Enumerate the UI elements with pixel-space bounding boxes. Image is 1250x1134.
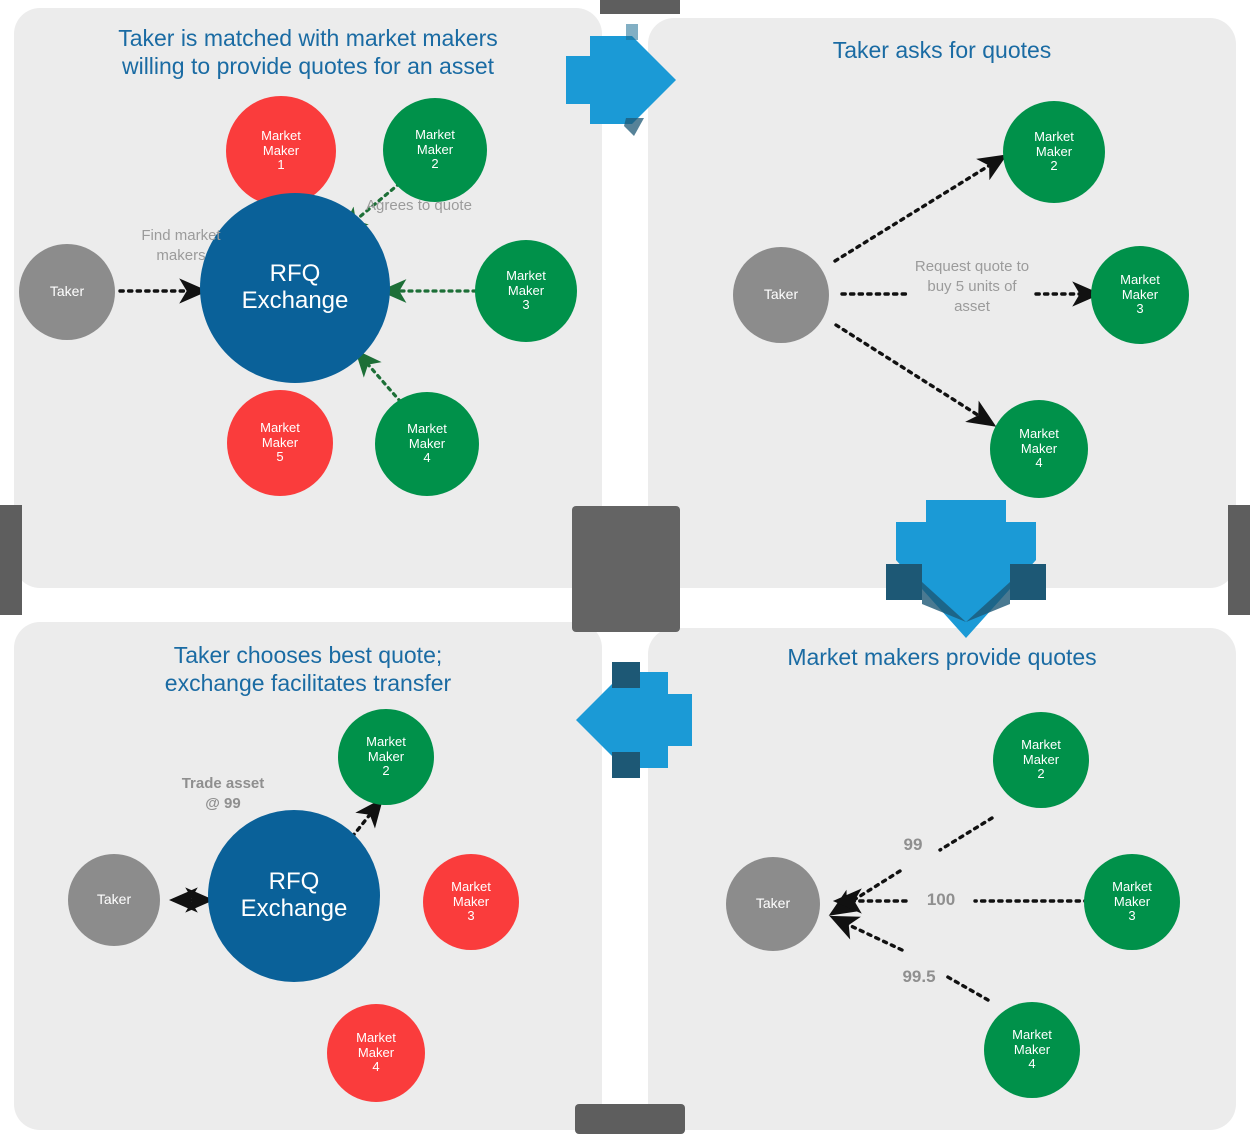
edge-taker-to-mm2 — [833, 154, 1008, 263]
flow-arrow-bottom-left-direction — [552, 648, 692, 792]
edges-top-right — [833, 154, 1102, 427]
edge-artifact-left — [0, 505, 22, 615]
node-market-maker-2[interactable]: Market Maker 2 — [1003, 101, 1105, 203]
node-market-maker-4[interactable]: Market Maker 4 — [984, 1002, 1080, 1098]
node-taker[interactable]: Taker — [19, 244, 115, 340]
node-market-maker-3[interactable]: Market Maker 3 — [1091, 246, 1189, 344]
node-market-maker-4[interactable]: Market Maker 4 — [990, 400, 1088, 498]
panel-market-makers-provide-quotes: Market makers provide quotes Taker Marke… — [648, 628, 1236, 1130]
flow-arrow-top-right-direction — [566, 14, 698, 146]
node-market-maker-4[interactable]: Market Maker 4 — [327, 1004, 425, 1102]
node-market-maker-1[interactable]: Market Maker 1 — [226, 96, 336, 206]
node-market-maker-2[interactable]: Market Maker 2 — [338, 709, 434, 805]
node-market-maker-3[interactable]: Market Maker 3 — [1084, 854, 1180, 950]
node-market-maker-3[interactable]: Market Maker 3 — [423, 854, 519, 950]
node-market-maker-5[interactable]: Market Maker 5 — [227, 390, 333, 496]
edge-artifact-bottom — [575, 1104, 685, 1134]
panel-taker-chooses-best-quote: Taker chooses best quote; exchange facil… — [14, 622, 602, 1130]
panel-taker-asks-for-quotes: Taker asks for quotes Taker Market Maker… — [648, 18, 1236, 588]
edge-artifact-top — [600, 0, 680, 14]
node-market-maker-2[interactable]: Market Maker 2 — [993, 712, 1089, 808]
edges-bottom-right — [828, 816, 1090, 1002]
node-rfq-exchange[interactable]: RFQ Exchange — [200, 193, 390, 383]
edge-taker-to-mm4 — [834, 323, 997, 427]
edge-mm2-to-taker-upper — [938, 816, 994, 852]
node-taker[interactable]: Taker — [726, 857, 820, 951]
node-taker[interactable]: Taker — [68, 854, 160, 946]
node-market-maker-4[interactable]: Market Maker 4 — [375, 392, 479, 496]
panel-matched-with-market-makers: Taker is matched with market makers will… — [14, 8, 602, 588]
edge-mm2-to-taker-lower — [828, 869, 902, 916]
node-market-maker-3[interactable]: Market Maker 3 — [475, 240, 577, 342]
edge-mm4-to-exchange — [354, 349, 408, 410]
edge-artifact-right — [1228, 505, 1250, 615]
node-taker[interactable]: Taker — [733, 247, 829, 343]
center-square-placeholder — [572, 506, 680, 632]
edge-mm4-to-taker-upper — [829, 915, 904, 952]
node-rfq-exchange[interactable]: RFQ Exchange — [208, 810, 380, 982]
flow-arrow-right-down-direction — [878, 500, 1054, 648]
node-market-maker-2[interactable]: Market Maker 2 — [383, 98, 487, 202]
edge-mm4-to-taker-lower — [944, 974, 990, 1002]
